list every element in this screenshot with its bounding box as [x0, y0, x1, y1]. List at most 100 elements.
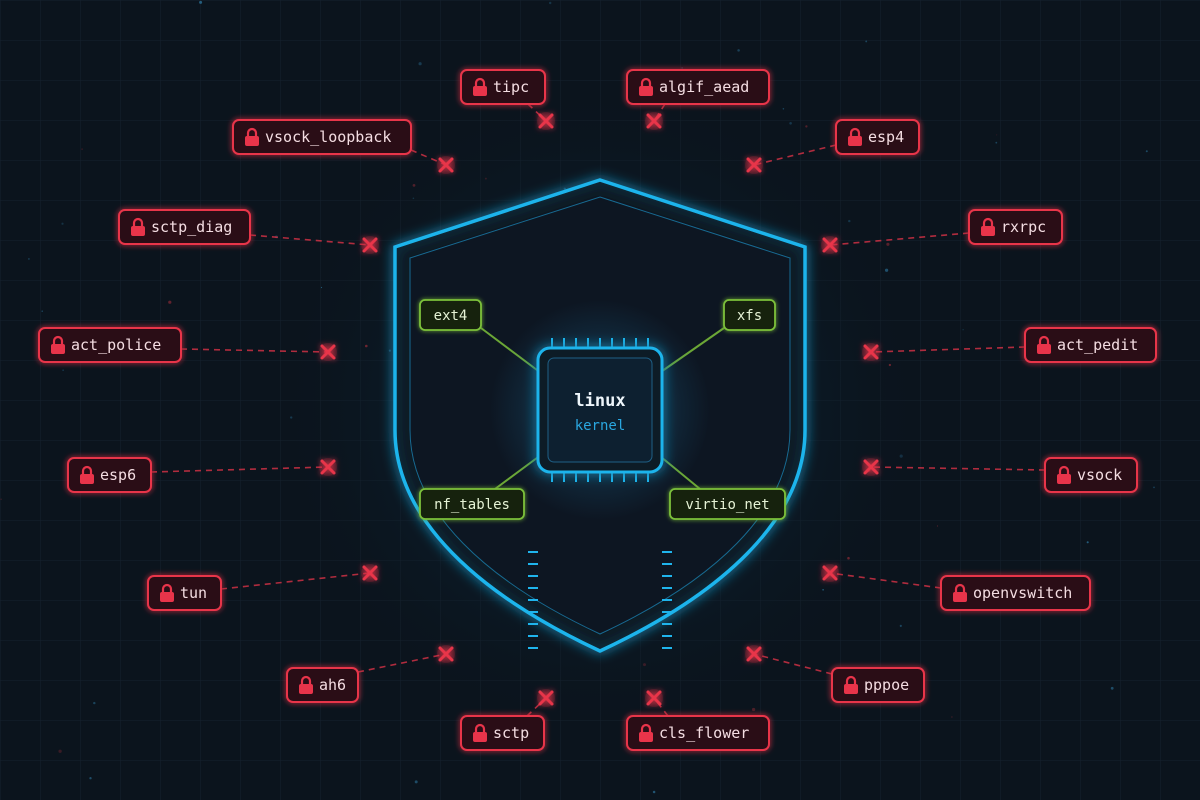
blocked-connector — [753, 144, 837, 166]
blocked-module-label: vsock_loopback — [265, 128, 391, 146]
blocked-connector — [180, 348, 329, 353]
blocked-modules: tipc algif_aead vsock_loopback esp4 sctp_dia… — [38, 69, 1157, 751]
blocked-connector — [249, 234, 371, 246]
blocked-connector — [526, 697, 547, 717]
blocked-module: tipc — [460, 69, 555, 130]
x-mark-icon — [537, 689, 555, 707]
x-mark-icon — [745, 156, 763, 174]
lock-icon — [848, 127, 862, 146]
allowed-module-box — [723, 299, 776, 331]
x-mark-icon — [319, 458, 337, 476]
blocked-connector — [220, 572, 371, 590]
blocked-module-label: vsock — [1077, 466, 1122, 484]
blocked-module-label: tipc — [493, 78, 529, 96]
blocked-connector — [829, 232, 970, 246]
allowed-module-label: xfs — [737, 308, 762, 324]
blocked-connector — [653, 697, 669, 717]
lock-icon — [1057, 465, 1071, 484]
blocked-connector — [870, 346, 1026, 353]
allowed-module-label: ext4 — [434, 308, 468, 324]
blocked-module-box — [232, 119, 412, 155]
lock-icon — [299, 675, 313, 694]
blocked-module-label: sctp_diag — [151, 218, 232, 236]
blocked-module: cls_flower — [626, 689, 770, 751]
blocked-module: sctp_diag — [118, 209, 379, 254]
allowed-module: nf_tables — [419, 451, 546, 520]
blocked-module: pppoe — [745, 645, 925, 703]
lock-icon — [51, 335, 65, 354]
blocked-module-box — [38, 327, 182, 363]
allowed-module-box — [419, 299, 482, 331]
blocked-connector — [357, 653, 447, 673]
lock-icon — [639, 723, 653, 742]
blocked-module-label: cls_flower — [659, 724, 749, 742]
cpu-chip-icon: linux kernel — [528, 338, 672, 649]
blocked-connector — [753, 653, 833, 675]
blocked-module-box — [626, 715, 770, 751]
blocked-module: openvswitch — [821, 564, 1091, 611]
lock-icon — [245, 127, 259, 146]
blocked-module: vsock — [862, 457, 1138, 493]
lock-icon — [80, 465, 94, 484]
lock-icon — [639, 77, 653, 96]
blocked-module: esp4 — [745, 119, 920, 174]
blocked-connector — [829, 572, 942, 589]
allowed-module: virtio_net — [654, 451, 786, 520]
blocked-connector — [150, 466, 329, 473]
blocked-module-box — [118, 209, 251, 245]
x-mark-icon — [319, 343, 337, 361]
x-mark-icon — [437, 645, 455, 663]
x-mark-icon — [745, 645, 763, 663]
blocked-connector — [527, 103, 547, 122]
blocked-module: act_pedit — [862, 327, 1157, 363]
blocked-module-box — [940, 575, 1091, 611]
allowed-module-label: virtio_net — [685, 497, 769, 513]
lock-icon — [473, 723, 487, 742]
blocked-module-label: act_pedit — [1057, 336, 1138, 354]
blocked-module: algif_aead — [626, 69, 770, 130]
x-mark-icon — [821, 236, 839, 254]
lock-icon — [1037, 335, 1051, 354]
kernel-title: linux — [574, 391, 625, 411]
x-mark-icon — [437, 156, 455, 174]
blocked-module: rxrpc — [821, 209, 1063, 254]
lock-icon — [953, 583, 967, 602]
blocked-module: act_police — [38, 327, 337, 363]
x-mark-icon — [862, 458, 880, 476]
x-mark-icon — [537, 112, 555, 130]
x-mark-icon — [361, 564, 379, 582]
x-mark-icon — [862, 343, 880, 361]
blocked-module-label: esp4 — [868, 128, 904, 146]
blocked-module: sctp — [460, 689, 555, 751]
lock-icon — [160, 583, 174, 602]
x-mark-icon — [645, 689, 663, 707]
kernel-subtitle: kernel — [575, 418, 626, 434]
lock-icon — [844, 675, 858, 694]
blocked-module-label: sctp — [493, 724, 529, 742]
blocked-module-label: esp6 — [100, 466, 136, 484]
allowed-module-box — [419, 488, 525, 520]
lock-icon — [473, 77, 487, 96]
blocked-module-label: tun — [180, 584, 207, 602]
allowed-module-label: nf_tables — [434, 497, 510, 513]
blocked-module-label: act_police — [71, 336, 161, 354]
allowed-module-box — [669, 488, 786, 520]
blocked-module-label: openvswitch — [973, 584, 1072, 602]
lock-icon — [131, 217, 145, 236]
x-mark-icon — [821, 564, 839, 582]
x-mark-icon — [645, 112, 663, 130]
blocked-module: vsock_loopback — [232, 119, 455, 174]
blocked-module: tun — [147, 564, 379, 611]
blocked-module: esp6 — [67, 457, 337, 493]
blocked-module-box — [626, 69, 770, 105]
blocked-module-box — [1024, 327, 1157, 363]
blocked-module-label: rxrpc — [1001, 218, 1046, 236]
lock-icon — [981, 217, 995, 236]
blocked-module-label: pppoe — [864, 676, 909, 694]
blocked-module-label: ah6 — [319, 676, 346, 694]
blocked-module-label: algif_aead — [659, 78, 749, 96]
blocked-connector — [870, 466, 1046, 471]
blocked-module: ah6 — [286, 645, 455, 703]
